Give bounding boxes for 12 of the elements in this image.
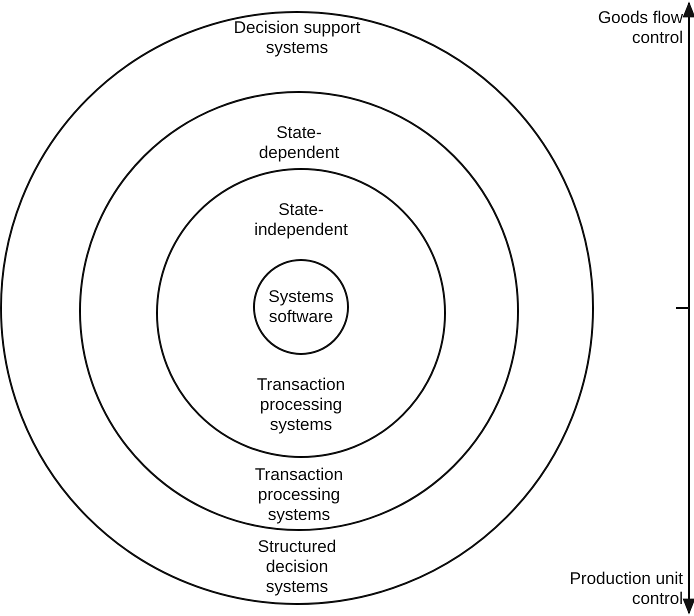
axis-label: Goods flow control: [596, 8, 683, 48]
ring-label: State-dependent: [258, 123, 340, 163]
axis-label: Production unit control: [568, 569, 683, 609]
ring-label: Transaction processing systems: [254, 465, 344, 525]
middle-ring: [79, 91, 519, 531]
ring-label: Systems software: [267, 287, 335, 327]
inner-ring: [156, 168, 446, 458]
ring-label: Decision support systems: [232, 18, 362, 58]
ring-label: Transaction processing systems: [256, 375, 346, 435]
ring-label: State-independent: [253, 200, 349, 240]
core-circle: [253, 259, 349, 355]
ring-label: Structured decision systems: [256, 537, 338, 597]
